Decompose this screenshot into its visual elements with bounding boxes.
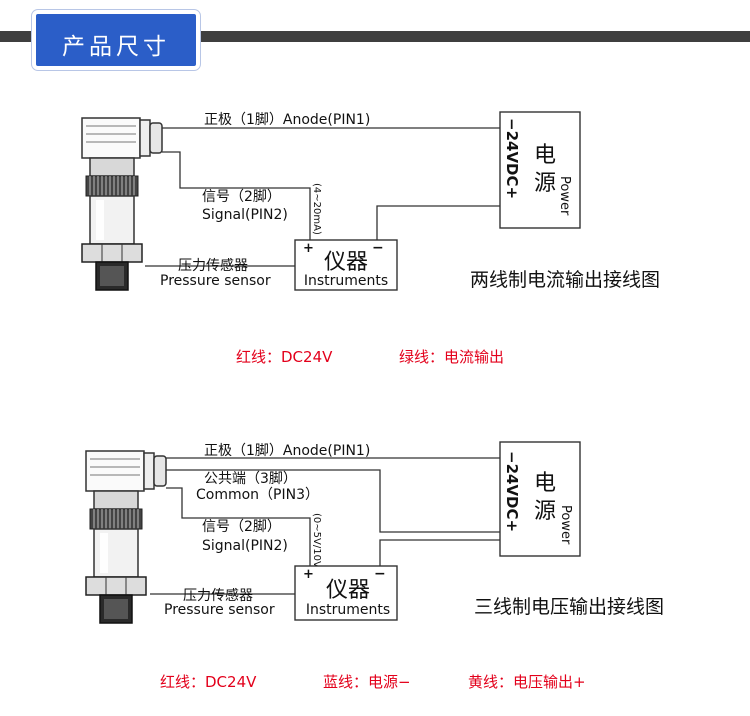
power-label-cn-1: 电 <box>534 471 556 496</box>
instrument-plus: + <box>303 241 314 256</box>
three-wire-caption: 三线制电压输出接线图 <box>474 596 664 618</box>
instrument-box <box>294 565 398 621</box>
header-tab: 产品尺寸 <box>32 10 200 70</box>
power-voltage-label: −24VDC+ <box>503 118 521 199</box>
power-voltage-label: −24VDC+ <box>503 451 521 532</box>
common-label-en: Common（PIN3） <box>196 487 319 503</box>
signal-wire <box>162 151 311 240</box>
three-wire-diagram: 正极（1脚）Anode(PIN1) 公共端（3脚） Common（PIN3） 信… <box>85 441 664 624</box>
sensor-label-cn: 压力传感器 <box>178 257 248 274</box>
instrument-label-en: Instruments <box>306 602 390 618</box>
signal-label-cn: 信号（2脚） <box>202 189 281 205</box>
power-label-cn-2: 源 <box>534 499 556 524</box>
power-box <box>499 441 581 557</box>
sensor-label-cn: 压力传感器 <box>183 587 253 604</box>
return-wire <box>379 539 500 566</box>
common-wire <box>166 469 500 533</box>
anode-label: 正极（1脚）Anode(PIN1) <box>204 112 370 128</box>
instrument-minus: − <box>374 566 386 582</box>
common-label-cn: 公共端（3脚） <box>204 471 297 487</box>
two-wire-caption: 两线制电流输出接线图 <box>470 269 660 291</box>
sensor-label-en: Pressure sensor <box>164 602 275 618</box>
header-bar <box>0 31 750 42</box>
instrument-label-en: Instruments <box>304 273 388 289</box>
instrument-label-cn: 仪器 <box>326 578 370 603</box>
signal-label-en: Signal(PIN2) <box>202 207 288 223</box>
return-wire <box>376 205 500 240</box>
current-range-label: (4~20mA) <box>311 183 322 235</box>
sensor-label-en: Pressure sensor <box>160 273 271 289</box>
instrument-box <box>294 239 398 291</box>
voltage-range-label: (0~5V/10V) <box>311 513 322 572</box>
power-label-cn-1: 电 <box>534 143 556 168</box>
power-box <box>499 111 581 229</box>
instrument-minus: − <box>372 240 384 256</box>
signal-label-cn: 信号（2脚） <box>202 519 281 535</box>
anode-label: 正极（1脚）Anode(PIN1) <box>204 443 370 459</box>
note-red-wire: 红线：DC24V <box>160 673 257 691</box>
note-yellow-wire: 黄线：电压输出+ <box>468 673 586 691</box>
signal-label-en: Signal(PIN2) <box>202 538 288 554</box>
signal-wire <box>166 487 311 566</box>
instrument-plus: + <box>303 567 314 582</box>
power-label-en: Power <box>557 176 572 216</box>
pressure-sensor-image <box>85 450 167 624</box>
two-wire-diagram: 正极（1脚）Anode(PIN1) 信号（2脚） Signal(PIN2) (4… <box>81 111 660 291</box>
note-blue-wire: 蓝线：电源− <box>323 673 411 691</box>
power-label-en: Power <box>558 505 573 545</box>
pressure-sensor-image <box>81 117 163 291</box>
instrument-label-cn: 仪器 <box>324 250 368 275</box>
note-green-wire: 绿线：电流输出 <box>399 348 505 366</box>
page-title: 产品尺寸 <box>62 34 170 60</box>
power-label-cn-2: 源 <box>534 171 556 196</box>
note-red-wire: 红线：DC24V <box>236 348 333 366</box>
